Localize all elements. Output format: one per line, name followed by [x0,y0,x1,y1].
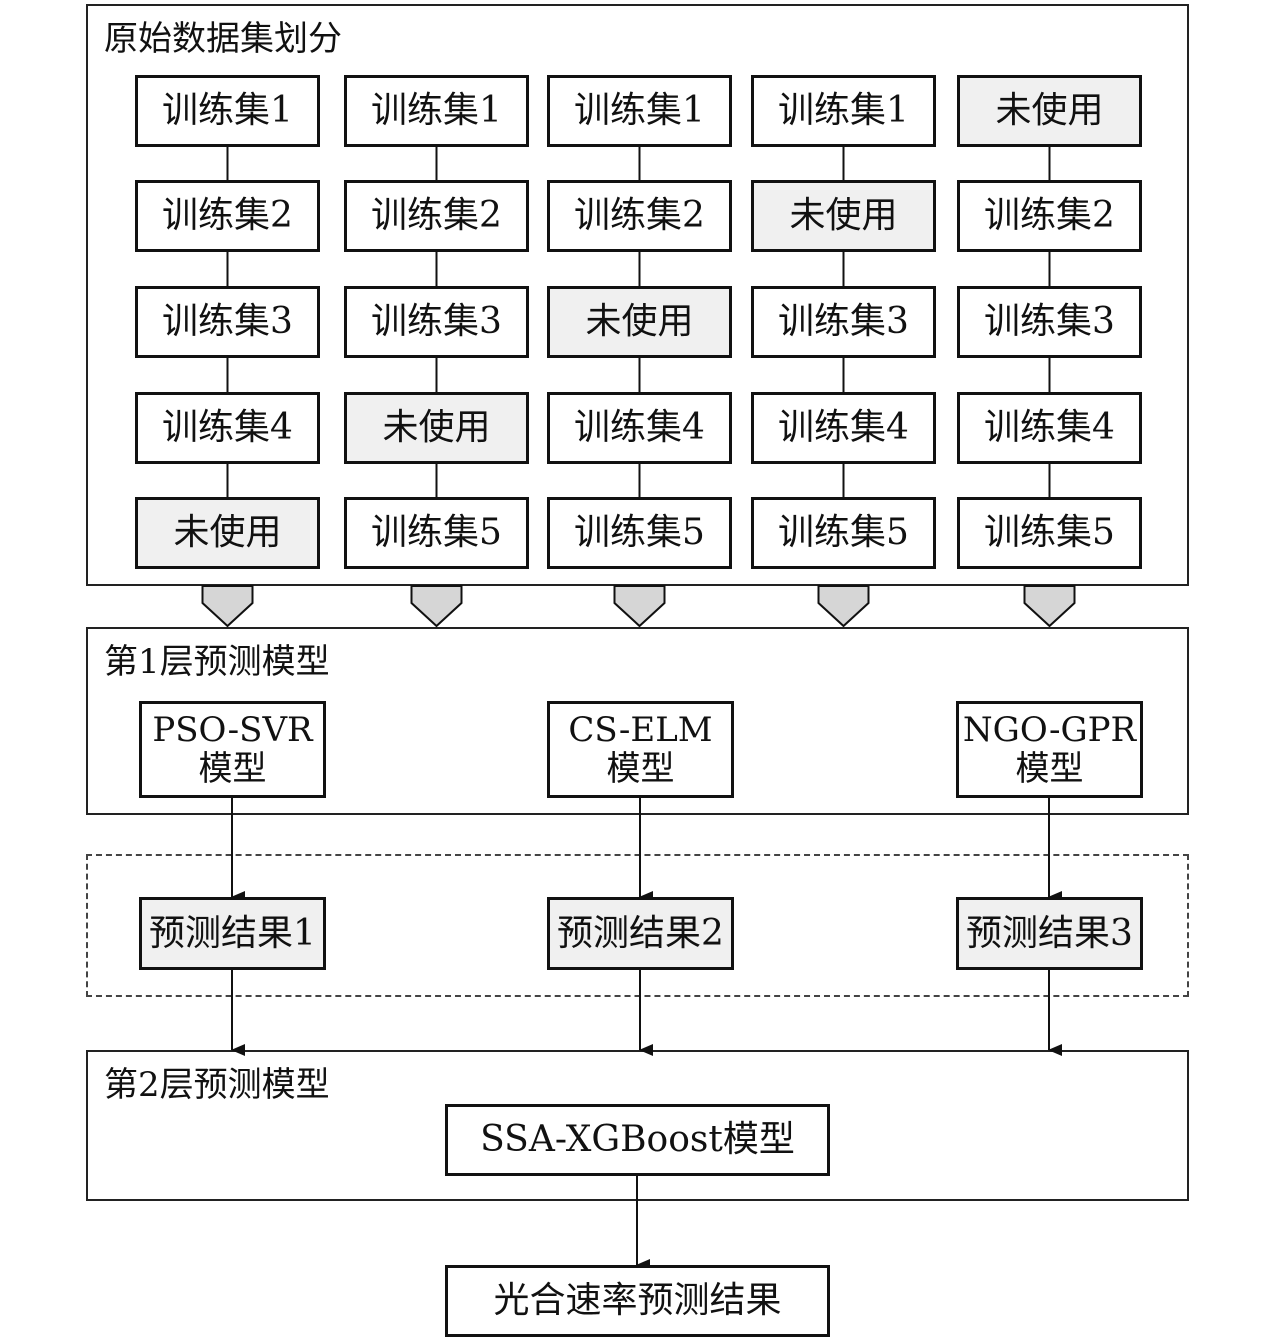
dataset-cell: 训练集3 [957,286,1142,358]
dataset-cell-unused: 未使用 [344,392,529,464]
dataset-cell: 训练集1 [344,75,529,147]
output-box: 光合速率预测结果 [445,1265,830,1337]
dataset-cell: 训练集1 [135,75,320,147]
model-suffix: 模型 [606,748,675,789]
dataset-cell: 训练集1 [547,75,732,147]
layer2-title: 第2层预测模型 [104,1065,330,1105]
layer1-title: 第1层预测模型 [104,642,330,682]
dataset-cell: 训练集5 [957,497,1142,569]
dataset-cell-unused: 未使用 [547,286,732,358]
dataset-cell-unused: 未使用 [135,497,320,569]
dataset-cell: 训练集3 [344,286,529,358]
dataset-cell: 训练集4 [135,392,320,464]
model-name: CS-ELM [568,710,713,751]
model-suffix: 模型 [198,748,267,789]
model-box-cs-elm: CS-ELM 模型 [547,701,734,798]
dataset-cell: 训练集4 [957,392,1142,464]
dataset-cell: 训练集1 [751,75,936,147]
result-box-3: 预测结果3 [956,897,1143,970]
result-box-2: 预测结果2 [547,897,734,970]
model-suffix: 模型 [1015,748,1084,789]
down-chevron-icon [410,585,463,628]
dataset-cell: 训练集4 [547,392,732,464]
result-box-1: 预测结果1 [139,897,326,970]
dataset-split-title: 原始数据集划分 [104,19,342,59]
dataset-cell-unused: 未使用 [957,75,1142,147]
model-box-ngo-gpr: NGO-GPR 模型 [956,701,1143,798]
dataset-cell: 训练集5 [547,497,732,569]
dataset-cell: 训练集2 [547,180,732,252]
down-chevron-icon [201,585,254,628]
down-chevron-icon [1023,585,1076,628]
dataset-cell: 训练集4 [751,392,936,464]
xgboost-model-box: SSA-XGBoost模型 [445,1104,830,1176]
dataset-cell: 训练集2 [135,180,320,252]
model-name: PSO-SVR [152,710,313,751]
dataset-cell: 训练集5 [751,497,936,569]
down-chevron-icon [817,585,870,628]
down-chevron-icon [613,585,666,628]
dataset-cell: 训练集3 [135,286,320,358]
dataset-cell-unused: 未使用 [751,180,936,252]
dataset-cell: 训练集5 [344,497,529,569]
dataset-cell: 训练集2 [344,180,529,252]
dataset-cell: 训练集2 [957,180,1142,252]
model-name: NGO-GPR [962,710,1137,751]
model-box-pso-svr: PSO-SVR 模型 [139,701,326,798]
dataset-cell: 训练集3 [751,286,936,358]
